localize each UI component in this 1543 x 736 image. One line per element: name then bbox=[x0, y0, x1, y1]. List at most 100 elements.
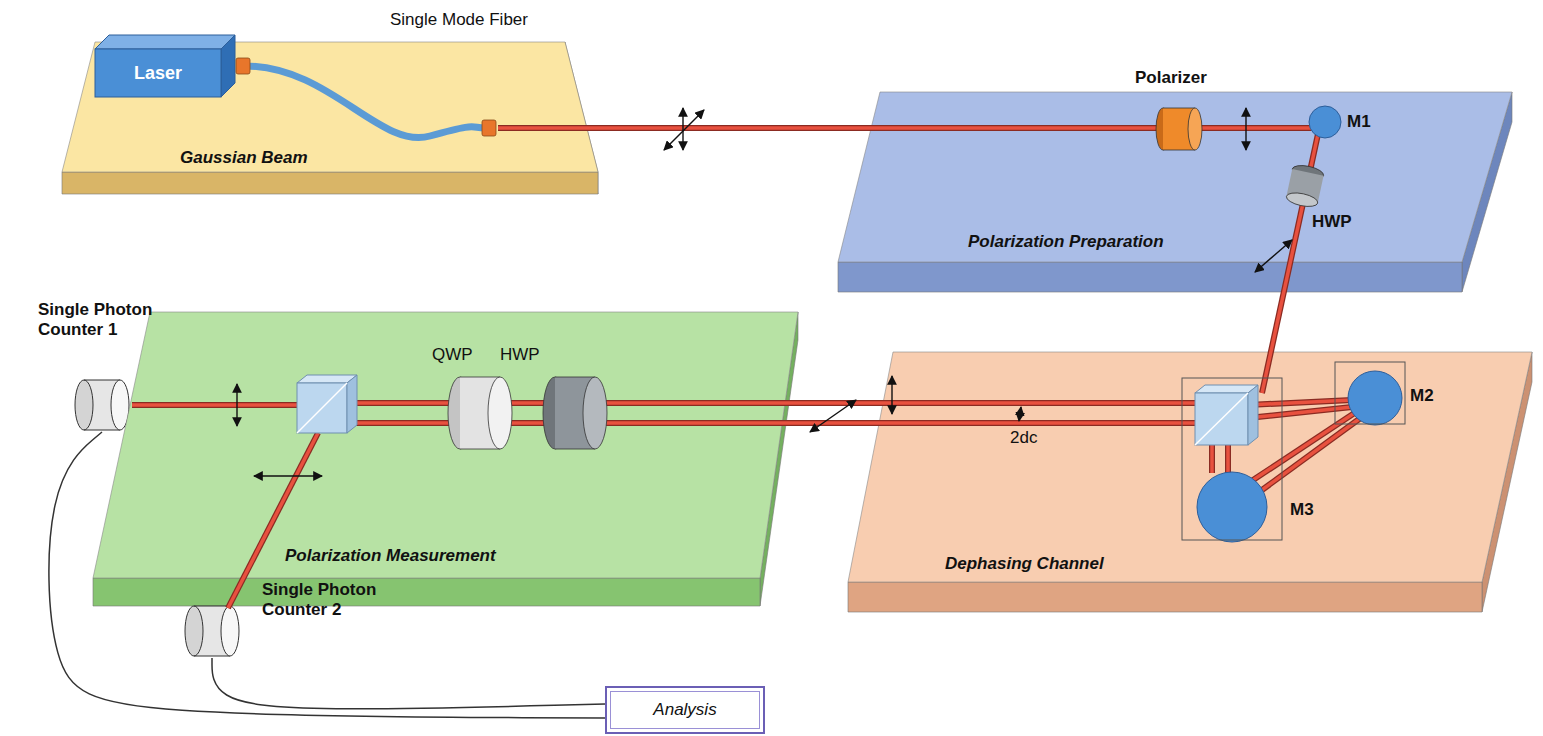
polarizer bbox=[1156, 108, 1202, 150]
optic-part bbox=[1245, 108, 1246, 150]
part-label: M1 bbox=[1347, 112, 1371, 132]
beam-splitter-cube bbox=[297, 375, 357, 433]
counter-edge bbox=[194, 606, 230, 607]
optic-part bbox=[132, 128, 1366, 608]
platform-label: Gaussian Beam bbox=[180, 148, 308, 168]
platform-top bbox=[62, 42, 598, 172]
laser-box: Laser bbox=[95, 35, 235, 97]
laser-beam bbox=[132, 128, 1366, 608]
optic-part bbox=[460, 449, 500, 450]
mount-frame bbox=[1182, 378, 1282, 540]
platform-label-holder: Dephasing Channel bbox=[945, 554, 1104, 574]
signal-wire bbox=[49, 432, 605, 718]
part-label: HWP bbox=[500, 345, 540, 365]
part-label: 2dc bbox=[1008, 428, 1039, 448]
beam-splitter-cube bbox=[1195, 385, 1258, 445]
optic-part bbox=[1255, 240, 1292, 272]
counter-window bbox=[221, 606, 239, 656]
counter-body bbox=[182, 604, 242, 658]
analysis-box: Analysis bbox=[605, 686, 765, 734]
laser-top bbox=[95, 35, 235, 49]
platform-front bbox=[848, 582, 1482, 612]
part-label: HWP bbox=[1312, 212, 1352, 232]
polarization-arrow bbox=[237, 108, 1292, 476]
optic-part bbox=[1195, 393, 1248, 445]
optic-part bbox=[1163, 108, 1195, 109]
platform-label: Polarization Measurement bbox=[285, 546, 496, 566]
part-label: Polarizer bbox=[1135, 68, 1207, 88]
mirror-m2 bbox=[1348, 371, 1402, 425]
optic-part bbox=[555, 449, 595, 450]
optic-part bbox=[245, 66, 485, 138]
platform-label-holder: Gaussian Beam bbox=[180, 148, 308, 168]
half-wave-plate bbox=[543, 377, 607, 449]
platform-top bbox=[848, 352, 1532, 582]
signal-wire bbox=[212, 658, 605, 709]
laser-label-holder: Laser bbox=[95, 49, 221, 97]
part-label: M2 bbox=[1410, 386, 1434, 406]
mount-frame bbox=[1335, 362, 1405, 424]
optic-part bbox=[297, 383, 347, 433]
optic-part bbox=[1195, 385, 1258, 393]
optic-part bbox=[583, 377, 607, 449]
optic-part bbox=[236, 58, 250, 74]
laser-side bbox=[221, 35, 235, 97]
optic-part bbox=[891, 376, 892, 414]
counter-body bbox=[72, 378, 132, 432]
optic-part bbox=[664, 110, 704, 150]
optic-part bbox=[1248, 385, 1258, 445]
optic-part bbox=[297, 383, 347, 433]
optic-part bbox=[1019, 407, 1021, 421]
quarter-wave-plate bbox=[448, 377, 512, 449]
laser-label: Laser bbox=[134, 63, 182, 83]
optic-part bbox=[1285, 190, 1319, 208]
platform-top bbox=[93, 312, 798, 578]
optic-part bbox=[132, 128, 1366, 608]
optic-part bbox=[1188, 108, 1202, 150]
optic-part bbox=[254, 475, 322, 476]
platform-top bbox=[838, 92, 1512, 262]
optic-part bbox=[488, 377, 512, 449]
counter-back bbox=[75, 380, 93, 430]
laser-front bbox=[95, 49, 221, 97]
counter-edge bbox=[84, 430, 120, 431]
analysis-label-holder: Analysis bbox=[607, 688, 763, 732]
platform-label: Polarization Preparation bbox=[968, 232, 1164, 252]
platform-label-holder: Polarization Preparation bbox=[968, 232, 1164, 252]
platform-label-holder: Polarization Measurement bbox=[285, 546, 496, 566]
part-label: M3 bbox=[1290, 500, 1314, 520]
half-wave-plate bbox=[1285, 163, 1325, 209]
optic-part bbox=[810, 400, 856, 432]
optic-part bbox=[1163, 150, 1195, 151]
photon-counter: Single Photon Counter 1 bbox=[72, 378, 132, 432]
optic-part bbox=[482, 120, 496, 136]
analysis-label: Analysis bbox=[653, 700, 716, 720]
counter-label: Single Photon Counter 2 bbox=[262, 580, 412, 620]
optic-part bbox=[682, 108, 683, 150]
counter-label-holder: Single Photon Counter 1 bbox=[38, 300, 178, 340]
single-mode-fiber bbox=[236, 58, 496, 138]
optic-part bbox=[236, 384, 237, 426]
optic-part bbox=[1195, 393, 1248, 445]
photon-counter: Single Photon Counter 2 bbox=[182, 604, 242, 658]
part-label: Single Mode Fiber bbox=[390, 10, 528, 30]
platform-front bbox=[62, 172, 598, 194]
optic-part bbox=[347, 375, 357, 433]
platform-front bbox=[838, 262, 1462, 292]
counter-back bbox=[185, 606, 203, 656]
mirror-m1 bbox=[1309, 106, 1341, 138]
platform-label: Dephasing Channel bbox=[945, 554, 1104, 574]
counter-edge bbox=[84, 380, 120, 381]
counter-label: Single Photon Counter 1 bbox=[38, 300, 178, 340]
optic-part bbox=[555, 377, 595, 378]
mirror-m3 bbox=[1197, 472, 1267, 542]
platform-front bbox=[93, 578, 760, 606]
counter-label-holder: Single Photon Counter 2 bbox=[262, 580, 412, 620]
counter-edge bbox=[194, 656, 230, 657]
optic-part bbox=[460, 377, 500, 378]
part-label: QWP bbox=[432, 345, 473, 365]
platform: Gaussian Beam Laser bbox=[60, 38, 605, 198]
